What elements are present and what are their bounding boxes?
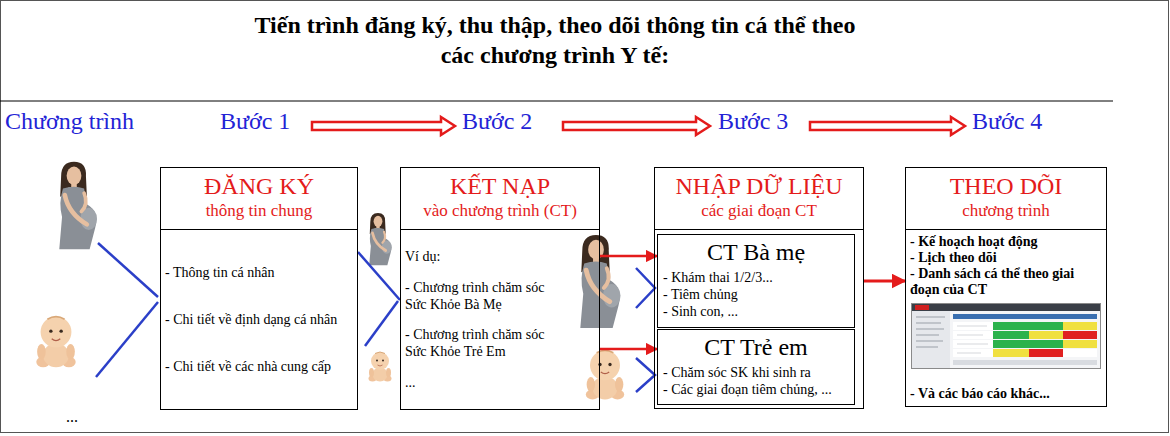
node-body: - Chăm sóc SK khi sinh ra- Các giai đoạn… [658,362,854,404]
connector [358,252,400,300]
list-item: - Tiêm chủng [663,286,850,303]
list-item: - Lịch theo dõi [910,250,1102,266]
node-header: NHẬP DỮ LIỆUcác giai đoạn CT [655,168,863,230]
node-heading: NHẬP DỮ LIỆU [657,172,861,200]
connector [600,348,657,351]
step-label: Bước 4 [972,106,1042,136]
connector [600,255,657,258]
node-heading: các giai đoạn CT [657,200,861,222]
node-heading: ĐĂNG KÝ [163,172,355,200]
step-box: KẾT NẠPvào chương trình (CT) Ví dụ: - Chươ… [400,167,600,410]
screenshot-illustration [910,303,1102,369]
list-item: - Chương trình chăm sóc Sức Khỏe Bà Mẹ [405,279,559,313]
list-item: - Chăm sóc SK khi sinh ra [663,364,850,381]
node-heading: THEO DÕI [908,172,1104,200]
list-item: - Chương trình chăm sóc Sức Khỏe Trẻ Em [405,326,559,360]
node-header: KẾT NẠPvào chương trình (CT) [401,168,599,230]
node-body: - Kế hoạch hoạt động- Lịch theo dõi- Dan… [906,230,1106,406]
node-header: CT Trẻ em [658,330,854,362]
list-item: ... [405,374,559,391]
step-label: Bước 1 [220,106,290,136]
column-heading: Chương trình [5,106,134,136]
diagram-title: Tiến trình đăng ký, thu thập, theo dõi t… [240,10,870,70]
node-body: - Thông tin cá nhân - Chi tiết về định dạ… [161,230,357,409]
step-box: NHẬP DỮ LIỆUcác giai đoạn CTCT Bà mẹ- Kh… [654,167,864,409]
step-label: Bước 2 [462,106,532,136]
list-item: - Sinh con, ... [663,303,850,320]
node-body: Ví dụ: - Chương trình chăm sóc Sức Khỏe B… [401,230,599,409]
list-item: - Kế hoạch hoạt động [910,234,1102,250]
list-item: Ví dụ: [405,248,559,265]
node-heading: thông tin chung [163,200,355,222]
node-header: ĐĂNG KÝthông tin chung [161,168,357,230]
node-heading: chương trình [908,200,1104,222]
step-box: THEO DÕIchương trình- Kế hoạch hoạt động… [905,167,1107,407]
node-header: CT Bà mẹ [658,235,854,267]
program-box: CT Bà mẹ- Khám thai 1/2/3...- Tiêm chủng… [657,234,855,328]
list-item: - Chi tiết về định dạng cá nhân [165,311,353,328]
node-header: THEO DÕIchương trình [906,168,1106,230]
list-item: - Thông tin cá nhân [165,264,353,281]
node-heading: CT Bà mẹ [660,238,852,266]
step-label: Bước 3 [718,106,788,136]
connector [864,280,905,283]
node-body: - Khám thai 1/2/3...- Tiêm chủng- Sinh c… [658,267,854,327]
list-item: - Khám thai 1/2/3... [663,269,850,286]
step-box: ĐĂNG KÝthông tin chung- Thông tin cá nhâ… [160,167,358,410]
node-heading: KẾT NẠP [403,172,597,200]
list-item: - Các giai đoạn tiêm chủng, ... [663,381,850,398]
program-box: CT Trẻ em- Chăm sóc SK khi sinh ra- Các … [657,329,855,405]
node-heading: CT Trẻ em [660,333,852,361]
node-heading: vào chương trình (CT) [403,200,597,222]
ellipsis-label: ... [66,408,78,426]
list-item: - Chi tiết về các nhà cung cấp [165,358,353,375]
list-item: - Và các báo cáo khác... [910,386,1102,402]
list-item: - Danh sách cá thể theo giai đoạn của CT [910,266,1102,298]
spacer [910,298,1102,374]
